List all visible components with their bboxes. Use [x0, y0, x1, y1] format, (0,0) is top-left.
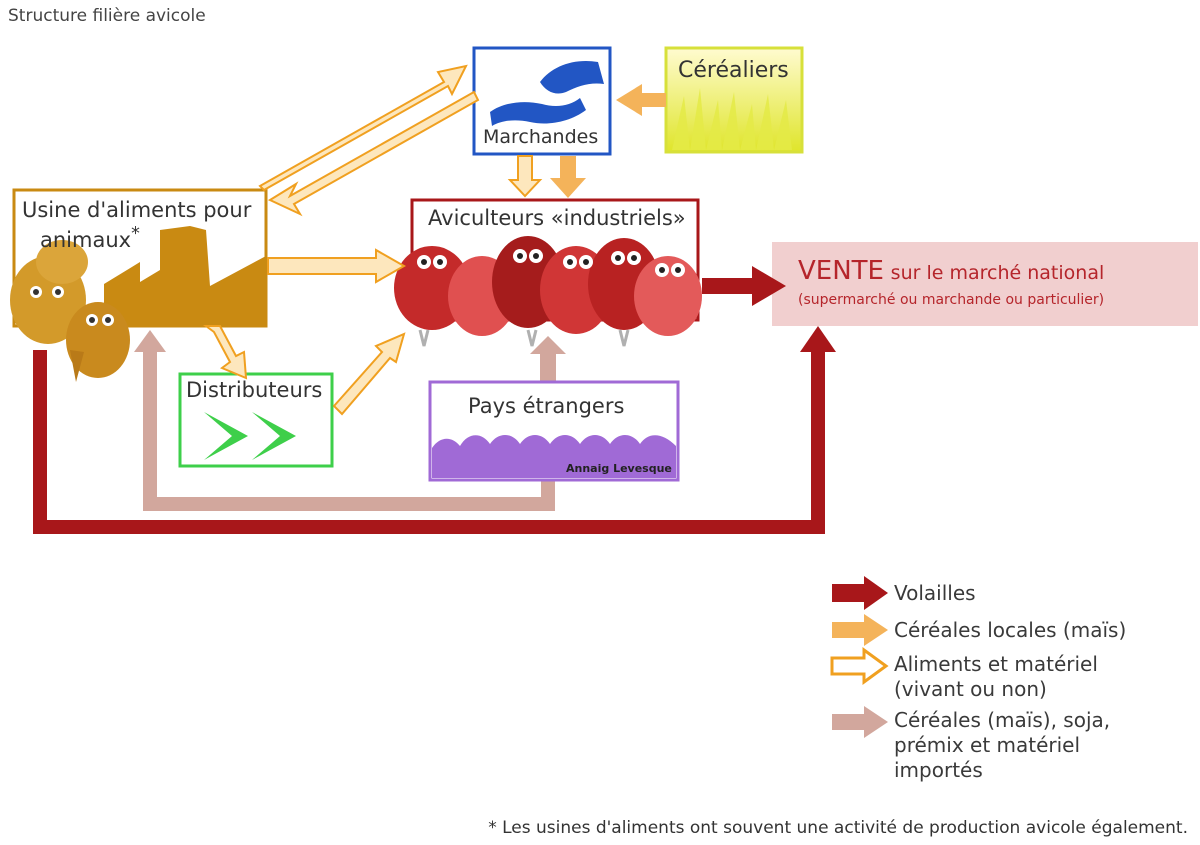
- label-pays: Pays étrangers: [468, 394, 625, 418]
- arrow-cerealiers-marchandes: [616, 84, 642, 116]
- label-usine-line1: Usine d'aliments pour: [22, 198, 252, 222]
- arrow-marchandes-aviculteurs-solid: [550, 156, 586, 198]
- factory-icon: [104, 226, 266, 326]
- label-marchandes: Marchandes: [483, 126, 599, 148]
- label-aviculteurs: Aviculteurs «industriels»: [428, 206, 686, 230]
- crowd-icon: [432, 435, 676, 478]
- node-vente: [772, 242, 1198, 326]
- chevrons-icon: [204, 412, 248, 460]
- arrow-aviculteurs-vente-shaft: [702, 278, 754, 294]
- imports-loop-arrow: [143, 350, 555, 511]
- imports-loop-arrowhead: [134, 330, 166, 352]
- arrow-aviculteurs-vente: [752, 266, 786, 306]
- arrow-usine-aviculteurs: [267, 248, 407, 284]
- grass-icon: [672, 88, 792, 150]
- node-distributeurs: [178, 372, 334, 468]
- label-cerealiers: Céréaliers: [678, 58, 789, 83]
- label-vente-rest: sur le marché national: [890, 262, 1105, 284]
- chickens-icon: [394, 236, 702, 347]
- arrow-marchandes-aviculteurs-outline: [507, 155, 543, 198]
- legend-label-volailles: Volailles: [894, 581, 976, 605]
- node-usine: [10, 188, 268, 382]
- label-vente-main: VENTE: [798, 256, 884, 286]
- diagram-title: Structure filière avicole: [8, 6, 206, 26]
- node-pays: [428, 380, 680, 482]
- legend-label-cereales-locales: Céréales locales (maïs): [894, 618, 1127, 642]
- label-distributeurs: Distributeurs: [186, 378, 323, 402]
- label-usine-star: *: [131, 224, 140, 244]
- legend-swatch-importes: [832, 706, 888, 738]
- arrow-cerealiers-shaft: [640, 93, 666, 107]
- hands-icon: [540, 60, 604, 94]
- label-usine-line2: animaux*: [40, 224, 140, 252]
- legend-swatch-volailles: [832, 576, 888, 610]
- label-vente-sub: (supermarché ou marchande ou particulier…: [798, 292, 1105, 308]
- footnote: * Les usines d'aliments ont souvent une …: [488, 818, 1188, 838]
- arrow-marchandes-usine: [267, 90, 480, 217]
- imports-up-shaft: [540, 352, 556, 382]
- legend-label-importes: Céréales (maïs), soja, prémix et matérie…: [894, 708, 1111, 782]
- label-usine-word: animaux: [40, 228, 132, 252]
- volailles-loop-arrowhead: [800, 326, 836, 352]
- legend-label-aliments: Aliments et matériel (vivant ou non): [894, 652, 1098, 701]
- chick-group-icon: [10, 240, 130, 382]
- imports-up-arrowhead: [530, 336, 566, 354]
- legend-swatch-aliments: [830, 647, 889, 685]
- arrow-usine-marchandes: [258, 64, 468, 192]
- node-cerealiers: [664, 46, 804, 154]
- legend-swatch-cereales-locales: [832, 614, 888, 646]
- arrow-usine-distributeurs: [203, 325, 248, 380]
- node-marchandes: [472, 46, 612, 156]
- arrow-distributeurs-aviculteurs: [332, 332, 406, 416]
- node-aviculteurs: [394, 198, 702, 347]
- label-credit: Annaig Levesque: [566, 462, 672, 475]
- volailles-loop-arrow: [33, 350, 825, 534]
- label-vente: VENTE sur le marché national: [798, 256, 1104, 286]
